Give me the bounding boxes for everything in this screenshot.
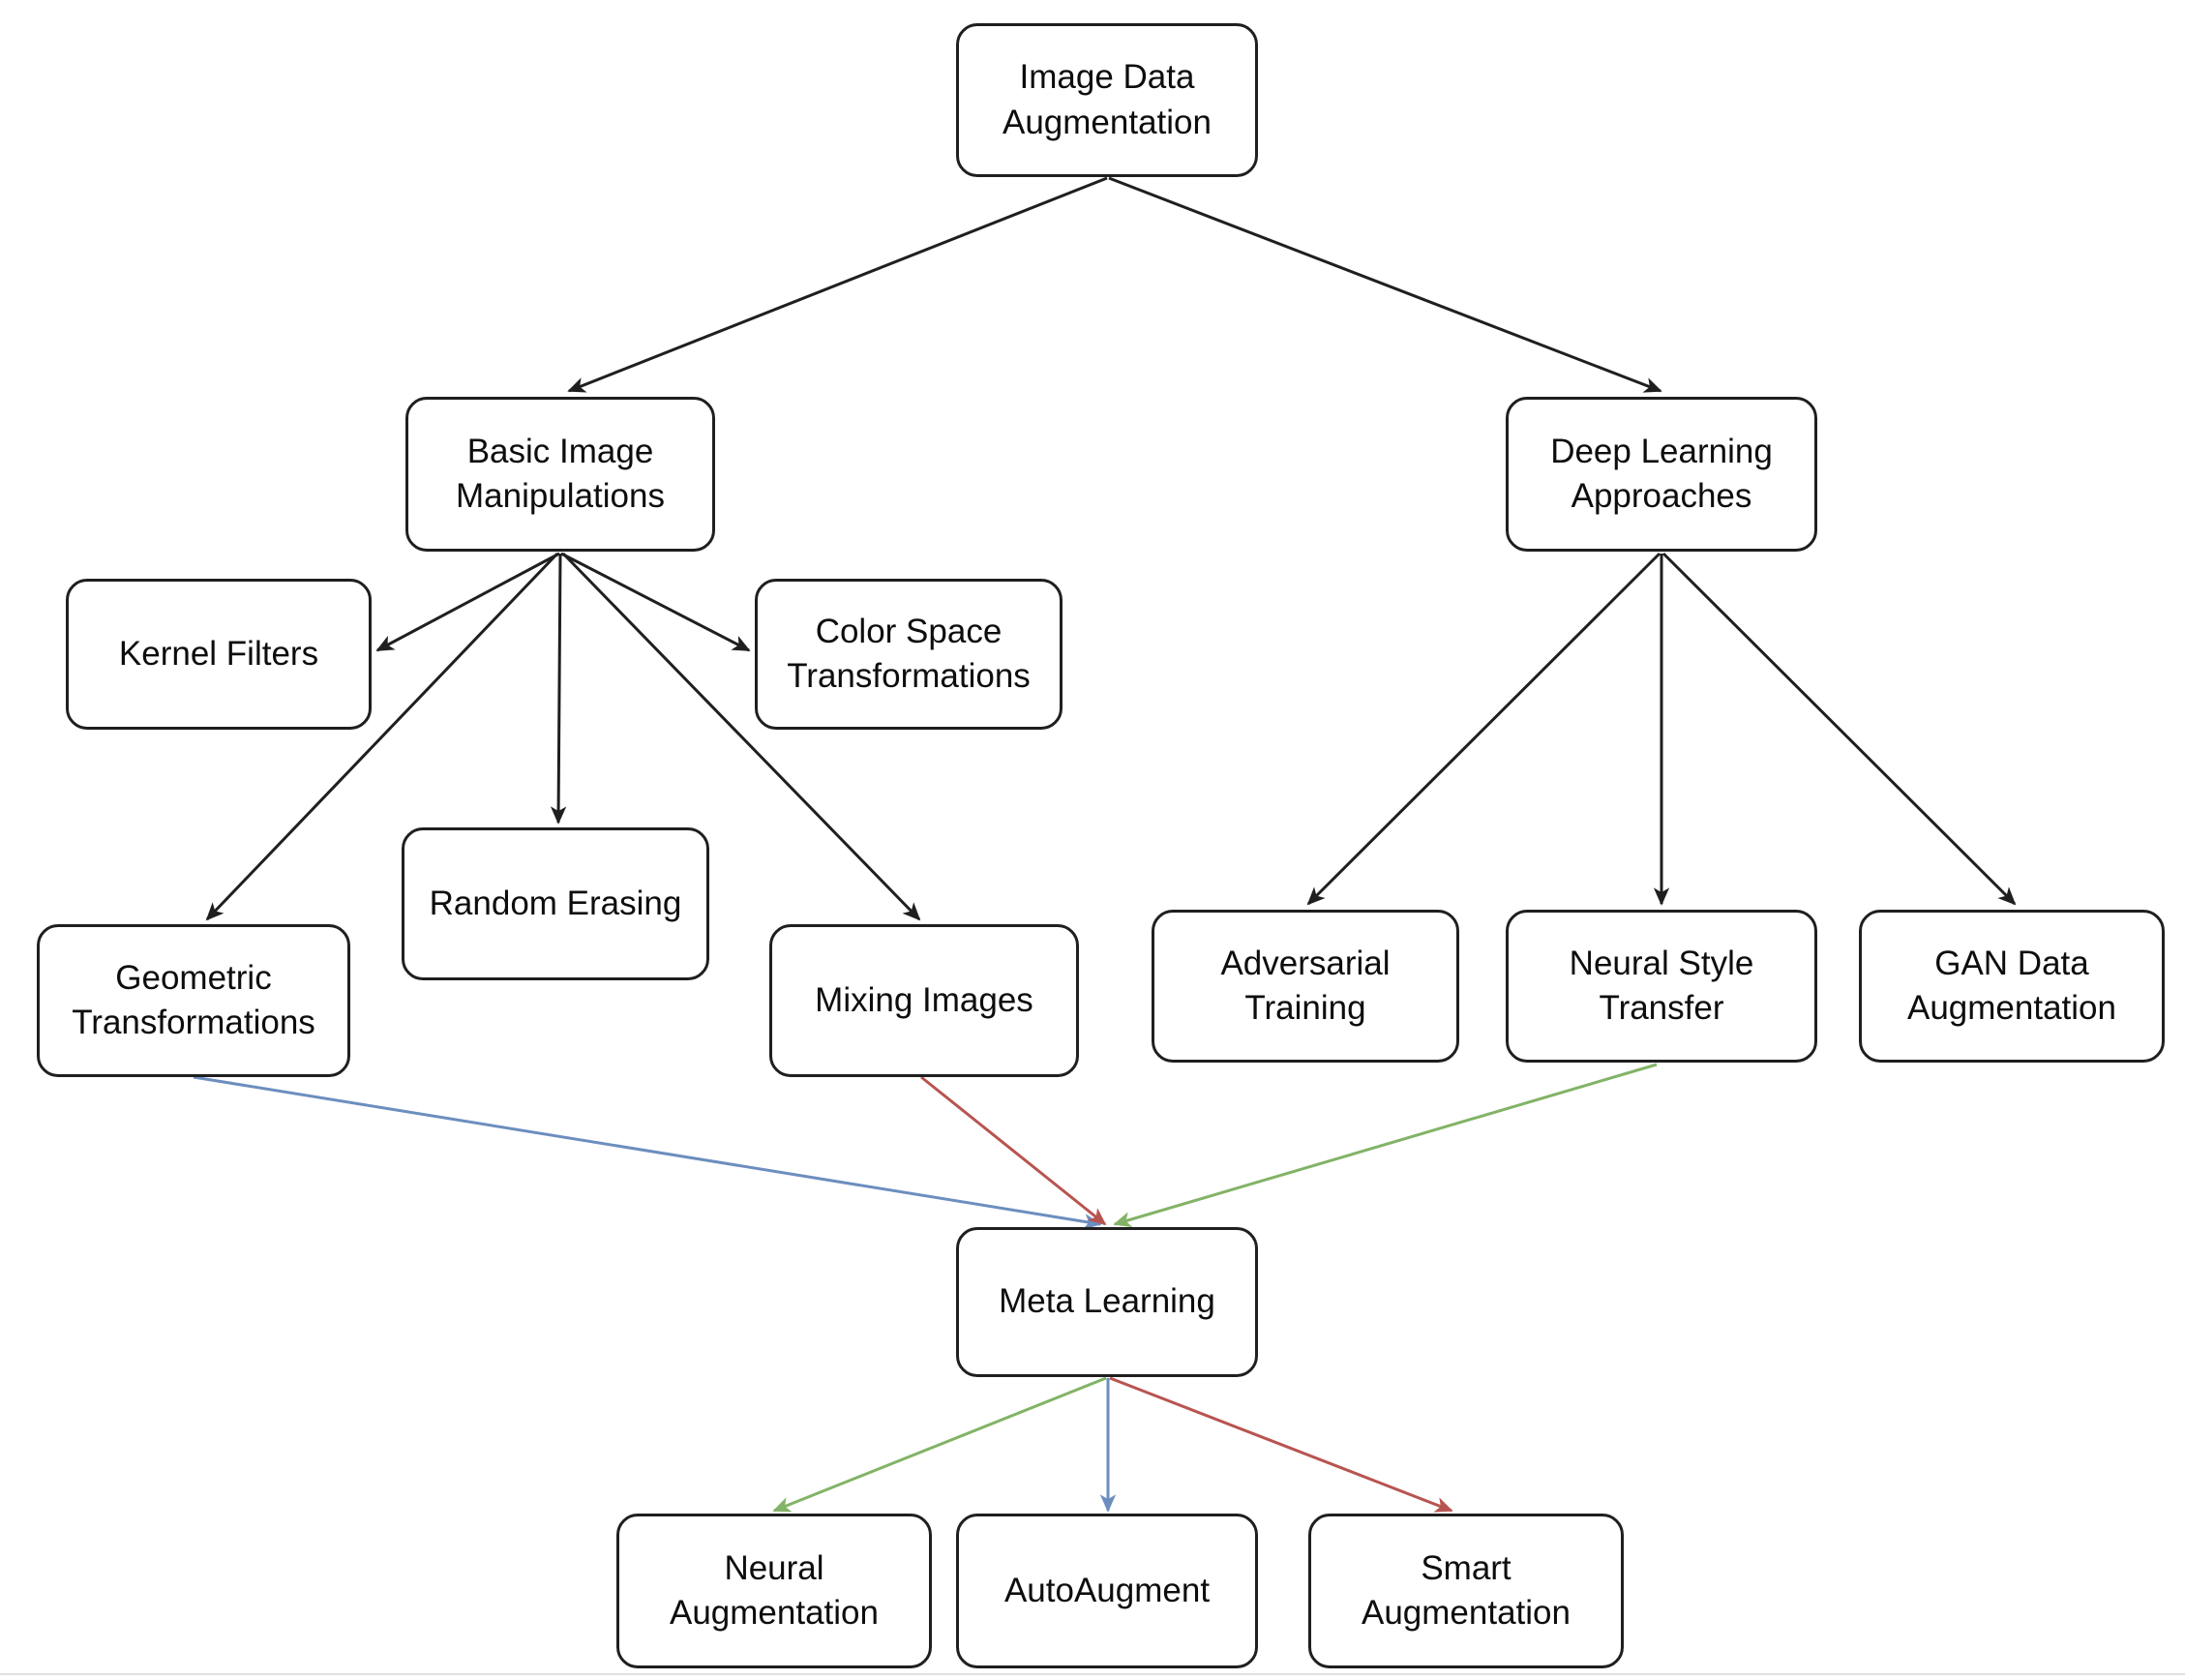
node-kernel[interactable]: Kernel Filters	[66, 579, 372, 730]
node-meta[interactable]: Meta Learning	[956, 1227, 1258, 1377]
node-gan[interactable]: GAN Data Augmentation	[1859, 910, 2165, 1063]
node-label: Basic Image Manipulations	[456, 432, 665, 515]
node-label: Neural Style Transfer	[1569, 944, 1754, 1027]
node-label: Kernel Filters	[118, 634, 319, 673]
edge-meta-to-neuralaug	[772, 1376, 1107, 1513]
node-label: Random Erasing	[429, 884, 682, 922]
node-geometric[interactable]: Geometric Transformations	[37, 924, 350, 1077]
node-label: Color Space Transformations	[787, 612, 1031, 695]
node-label: Smart Augmentation	[1362, 1548, 1571, 1632]
edge-root-to-deep	[1108, 176, 1662, 393]
node-label: AutoAugment	[1003, 1571, 1211, 1609]
node-colorspace[interactable]: Color Space Transformations	[755, 579, 1063, 730]
edge-styletransfer-to-meta	[1113, 1063, 1658, 1228]
edge-meta-to-smartaug	[1109, 1376, 1453, 1513]
node-deep[interactable]: Deep Learning Approaches	[1506, 397, 1817, 552]
node-label: Adversarial Training	[1220, 944, 1391, 1027]
edge-basic-to-kernel	[375, 552, 560, 652]
node-label: GAN Data Augmentation	[1907, 944, 2116, 1027]
edge-basic-to-erasing	[550, 553, 567, 825]
node-neuralaug[interactable]: Neural Augmentation	[616, 1514, 932, 1668]
edge-deep-to-gan	[1661, 552, 2017, 906]
node-root[interactable]: Image Data Augmentation	[956, 23, 1258, 177]
node-label: Neural Augmentation	[670, 1548, 879, 1632]
node-label: Meta Learning	[999, 1282, 1215, 1321]
node-label: Image Data Augmentation	[1003, 58, 1212, 141]
edge-mixing-to-meta	[920, 1075, 1107, 1226]
node-erasing[interactable]: Random Erasing	[402, 827, 709, 980]
edge-root-to-basic	[567, 176, 1108, 393]
edge-geometric-to-meta	[193, 1075, 1102, 1230]
node-label: Mixing Images	[815, 980, 1033, 1019]
node-mixing[interactable]: Mixing Images	[769, 924, 1079, 1077]
edge-deep-to-adversarial	[1306, 552, 1661, 906]
node-autoaugment[interactable]: AutoAugment	[956, 1514, 1258, 1668]
node-smartaug[interactable]: Smart Augmentation	[1308, 1514, 1624, 1668]
edge-basic-to-colorspace	[560, 552, 751, 652]
node-adversarial[interactable]: Adversarial Training	[1152, 910, 1459, 1063]
node-basic[interactable]: Basic Image Manipulations	[405, 397, 715, 552]
footer-divider	[0, 1673, 2185, 1675]
node-label: Deep Learning Approaches	[1550, 432, 1773, 515]
node-styletransfer[interactable]: Neural Style Transfer	[1506, 910, 1817, 1063]
node-label: Geometric Transformations	[72, 958, 315, 1041]
